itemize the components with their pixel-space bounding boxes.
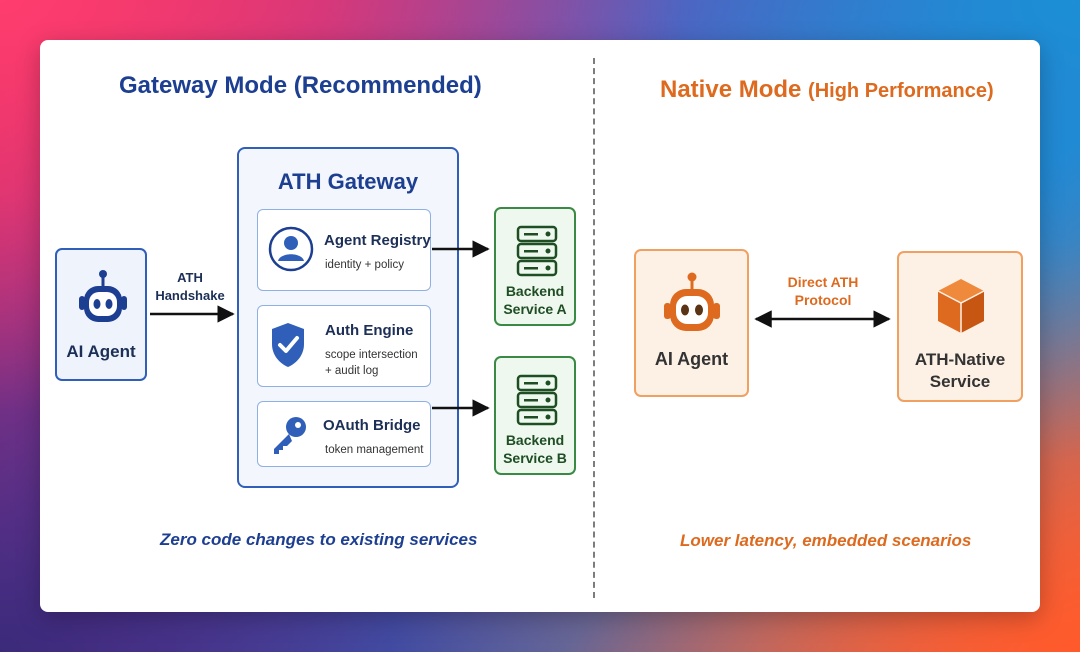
- mode-divider: [593, 58, 595, 598]
- gateway-mode-caption: Zero code changes to existing services: [160, 530, 478, 549]
- backend-service-b-node: Backend Service B: [494, 356, 576, 475]
- ath-native-service-label: ATH-Native Service: [899, 349, 1021, 393]
- ath-native-service-node: ATH-Native Service: [897, 251, 1023, 402]
- auth-engine-module: Auth Engine scope intersection + audit l…: [257, 305, 431, 387]
- key-icon: [274, 417, 306, 454]
- service-line2: Service: [929, 372, 991, 391]
- auth-engine-name: Auth Engine: [325, 322, 414, 339]
- agent-registry-name: Agent Registry: [324, 232, 431, 249]
- backend-service-a-label: Backend Service A: [496, 282, 574, 318]
- ath-gateway-container: ATH Gateway Agent Registry identity + po…: [237, 147, 459, 488]
- shield-check-icon: [272, 323, 304, 367]
- backend-a-line1: Backend: [505, 283, 565, 299]
- server-icon: [516, 225, 558, 277]
- protocol-line2: Protocol: [794, 292, 852, 308]
- backend-service-a-node: Backend Service A: [494, 207, 576, 326]
- oauth-bridge-module: OAuth Bridge token management: [257, 401, 431, 467]
- handshake-line2: Handshake: [155, 288, 225, 303]
- auth-engine-desc: scope intersection + audit log: [325, 347, 418, 379]
- native-mode-title: Native Mode (High Performance): [660, 76, 994, 104]
- native-ai-agent-label: AI Agent: [654, 349, 729, 369]
- oauth-bridge-desc: token management: [325, 444, 424, 456]
- connector-arrows: [150, 240, 891, 417]
- native-ai-agent-node: AI Agent: [634, 249, 749, 397]
- agent-registry-desc: identity + policy: [325, 259, 404, 271]
- native-mode-title-paren: (High Performance): [808, 80, 994, 102]
- backend-b-line2: Service B: [503, 450, 567, 466]
- gateway-ai-agent-label: AI Agent: [66, 342, 136, 361]
- user-icon: [268, 226, 314, 272]
- handshake-label: ATH Handshake: [148, 269, 232, 305]
- backend-service-b-label: Backend Service B: [496, 431, 574, 467]
- cube-icon: [937, 279, 985, 333]
- robot-icon: [79, 270, 127, 322]
- ath-gateway-title: ATH Gateway: [277, 169, 419, 194]
- gateway-ai-agent-node: AI Agent: [55, 248, 147, 381]
- robot-icon: [664, 272, 720, 331]
- native-mode-title-main: Native Mode: [660, 76, 802, 103]
- oauth-bridge-name: OAuth Bridge: [323, 417, 421, 434]
- server-icon: [516, 374, 558, 426]
- auth-engine-desc-line2: + audit log: [325, 365, 379, 377]
- gateway-mode-title: Gateway Mode (Recommended): [119, 72, 482, 99]
- service-line1: ATH-Native: [914, 350, 1006, 369]
- diagram-card: Gateway Mode (Recommended) Native Mode (…: [40, 40, 1040, 612]
- protocol-line1: Direct ATH: [787, 274, 859, 290]
- backend-a-line2: Service A: [503, 301, 567, 317]
- auth-engine-desc-line1: scope intersection: [325, 349, 418, 361]
- backend-b-line1: Backend: [505, 432, 565, 448]
- handshake-line1: ATH: [177, 270, 203, 285]
- direct-protocol-label: Direct ATH Protocol: [768, 273, 878, 309]
- agent-registry-module: Agent Registry identity + policy: [257, 209, 431, 291]
- native-mode-caption: Lower latency, embedded scenarios: [680, 531, 972, 550]
